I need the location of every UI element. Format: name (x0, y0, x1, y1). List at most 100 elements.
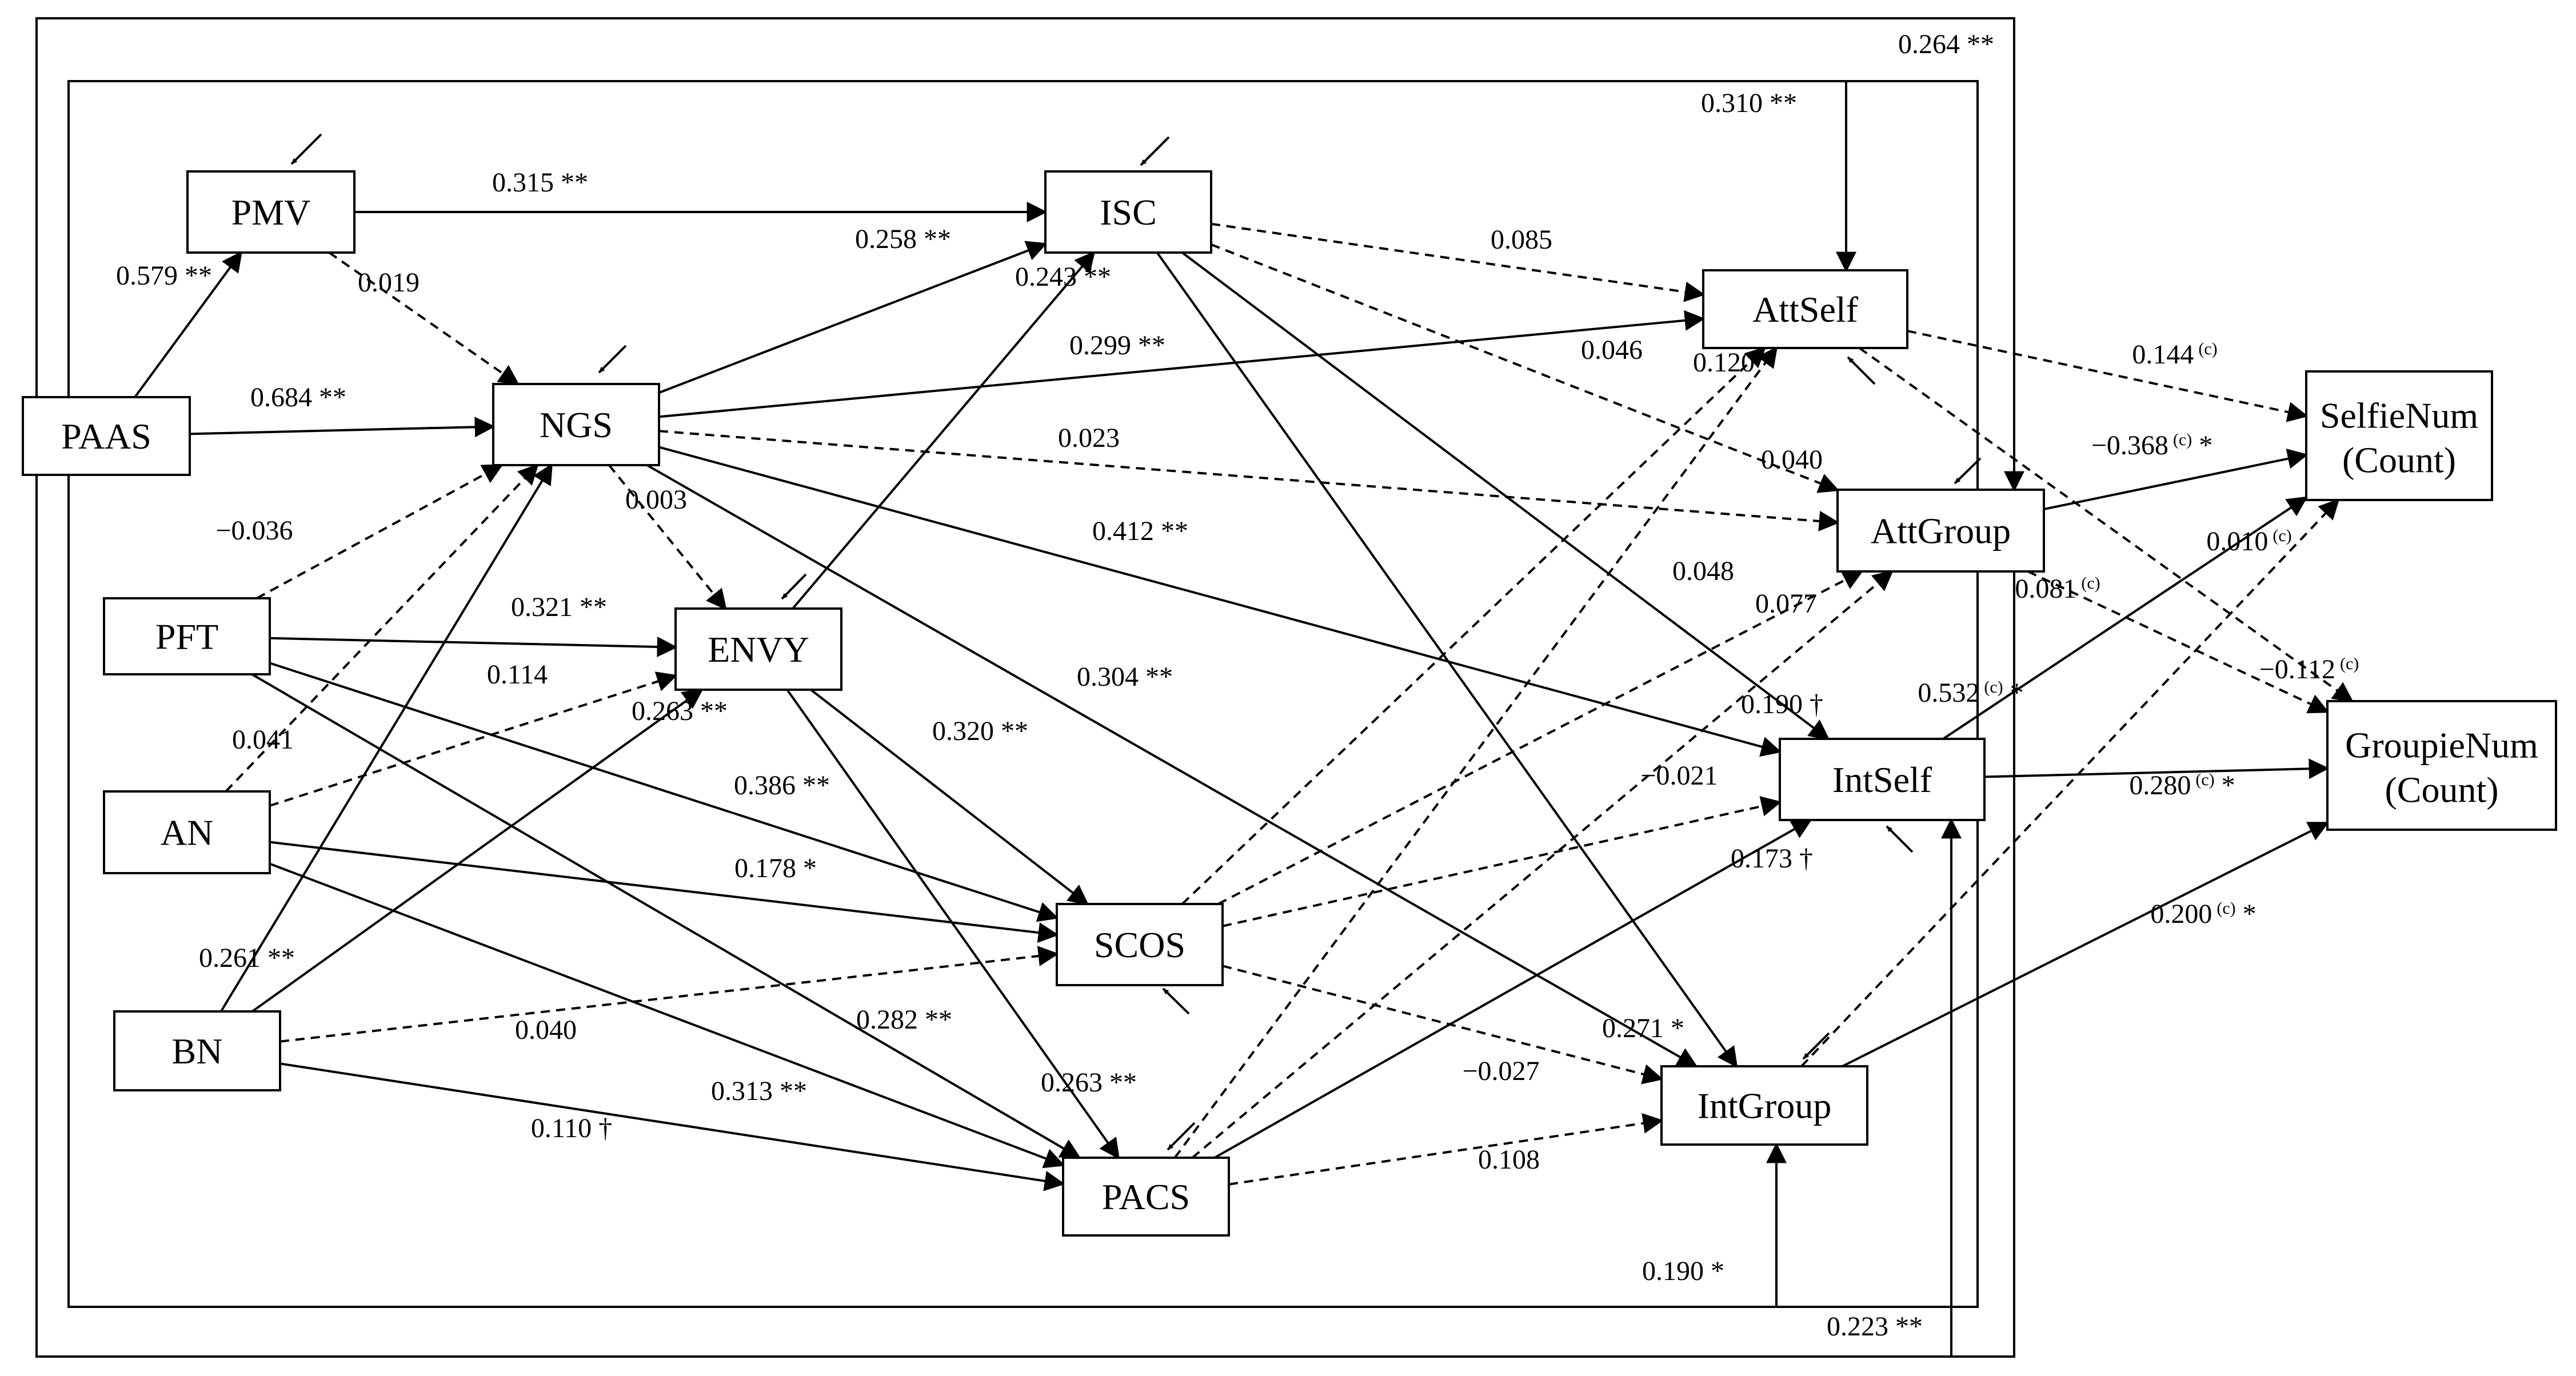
path-paas-attgroup (37, 17, 2024, 492)
path-isc-attgroup (1211, 243, 1840, 493)
coef-label-ngs-intself: 0.412 ** (1092, 516, 1188, 546)
path-intself-groupienum (1984, 758, 2330, 779)
coef-label-isc-attself: 0.085 (1491, 225, 1552, 255)
residual-arrow-isc (1140, 136, 1170, 166)
coef-label-envy-scos: 0.320 ** (932, 716, 1028, 746)
coef-label-intgroup-selfienum: 0.010(c) (2206, 526, 2291, 557)
path-pft-scos (269, 662, 1059, 922)
residual-arrow-intgroup (1802, 1032, 1830, 1060)
node-intself: IntSelf (1779, 738, 1986, 821)
path-envy-pacs (786, 689, 1120, 1159)
path-intgroup-selfienum (1800, 498, 2340, 1067)
coef-label-envy-isc: 0.243 ** (1015, 262, 1111, 292)
path-an-scos (269, 841, 1059, 943)
coef-label-ngs-attgroup: 0.023 (1058, 423, 1120, 453)
path-pft-ngs (256, 464, 504, 599)
coef-label-envy-pacs: 0.263 ** (1041, 1067, 1137, 1098)
coef-label-attself-groupienum: −0.112(c) (2259, 654, 2359, 685)
coef-label-scos-intself: −0.021 (1640, 761, 1718, 791)
node-attgroup: AttGroup (1836, 489, 2045, 573)
coef-label-an-pacs: 0.313 ** (711, 1076, 807, 1106)
path-ngs-attself (658, 310, 1706, 418)
coef-label-bn-ngs: 0.261 ** (199, 943, 295, 973)
path-intgroup-groupienum (1842, 822, 2330, 1067)
coef-label-paas-ngs: 0.684 ** (250, 382, 346, 413)
path-pacs-intself (1214, 819, 1812, 1159)
coef-label-an-scos: 0.178 * (734, 853, 817, 883)
path-pacs-intgroup (1228, 1113, 1664, 1186)
path-pmv-ngs (328, 251, 520, 386)
node-label-pacs: PACS (1102, 1177, 1190, 1217)
node-label-scos: SCOS (1094, 925, 1185, 965)
path-envy-scos (810, 689, 1089, 906)
coef-label-intgroup-groupienum: 0.200(c) * (2150, 899, 2256, 929)
node-label-intself: IntSelf (1832, 759, 1932, 800)
node-label-an: AN (161, 813, 213, 853)
path-scos-intgroup (1222, 965, 1664, 1085)
path-paas-intself (37, 818, 1962, 1358)
node-box-bn (113, 1010, 281, 1091)
coef-label-ngs-intgroup: 0.304 ** (1077, 662, 1173, 692)
node-box-intgroup (1660, 1065, 1868, 1146)
node-label-selfienum: SelfieNum (2320, 395, 2478, 436)
node-box-attself (1702, 269, 1908, 349)
node-groupienum: GroupieNum(Count) (2326, 700, 2557, 831)
coef-label-isc-attgroup: 0.040 (1761, 445, 1823, 475)
node-box-intself (1779, 738, 1986, 821)
node-box-isc (1044, 170, 1212, 254)
coef-label-isc-intgroup: 0.271 * (1602, 1013, 1684, 1043)
path-paas-attself (69, 80, 1856, 273)
coef-label-scos-attgroup: 0.048 (1672, 556, 1734, 586)
node-isc: ISC (1044, 170, 1212, 254)
path-bn-pacs (279, 1062, 1065, 1191)
path-ngs-intgroup (646, 464, 1698, 1067)
coef-label-paas-attself: 0.310 ** (1701, 88, 1797, 118)
coef-label-pacs-intself: 0.173 † (1731, 843, 1813, 874)
node-bn: BN (113, 1010, 281, 1091)
path-attself-groupienum (1859, 347, 2354, 703)
coef-label-paas-intself: 0.223 ** (1827, 1311, 1923, 1342)
coef-label-pacs-attself: 0.120 (1693, 347, 1755, 378)
node-label-pmv: PMV (231, 192, 311, 233)
node-label-pft: PFT (155, 617, 218, 657)
path-ngs-isc (658, 241, 1048, 394)
node-box-paas (22, 396, 191, 476)
coef-label-bn-pacs: 0.110 † (531, 1113, 612, 1143)
residual-arrow-intself (1886, 825, 1914, 853)
path-intself-selfienum (1942, 496, 2308, 740)
coef-label-pft-scos: 0.386 ** (734, 770, 830, 801)
node-an: AN (103, 790, 271, 874)
path-pft-pacs (251, 673, 1081, 1159)
residual-arrow-pmv (290, 133, 322, 165)
node-label-groupienum: GroupieNum (2345, 725, 2538, 766)
node-label-ngs: NGS (540, 405, 613, 445)
path-an-envy (269, 671, 678, 807)
path-isc-intself (1181, 251, 1830, 741)
coef-label-pft-ngs: −0.036 (215, 515, 293, 546)
coef-label-pmv-isc: 0.315 ** (492, 167, 588, 198)
residual-arrow-pacs (1167, 1122, 1196, 1151)
node-box-pacs (1062, 1157, 1230, 1237)
path-bn-envy (251, 688, 704, 1013)
node-box-selfienum (2305, 370, 2493, 501)
path-attself-selfienum (1907, 330, 2309, 422)
path-envy-isc (792, 251, 1096, 610)
node-label-bn: BN (172, 1031, 223, 1071)
path-isc-attself (1211, 222, 1706, 302)
node-box-attgroup (1836, 489, 2045, 573)
node-label-attgroup: AttGroup (1871, 511, 2011, 551)
path-isc-intgroup (1156, 251, 1738, 1068)
node-selfienum: SelfieNum(Count) (2305, 370, 2493, 501)
node-label-intgroup: IntGroup (1698, 1086, 1832, 1126)
node-pacs: PACS (1062, 1157, 1230, 1237)
node-box-an (103, 790, 271, 874)
coef-label-ngs-envy: 0.003 (625, 485, 687, 515)
node-label-paas: PAAS (61, 416, 151, 457)
residual-arrow-ngs (598, 345, 627, 374)
coef-label-attgroup-selfienum: −0.368(c) * (2091, 430, 2212, 461)
path-paas-pmv (134, 251, 242, 398)
coef-label-scos-intgroup: −0.027 (1462, 1056, 1539, 1086)
node-sublabel-groupienum: (Count) (2385, 770, 2498, 810)
coef-label-bn-envy: 0.263 ** (632, 696, 728, 726)
